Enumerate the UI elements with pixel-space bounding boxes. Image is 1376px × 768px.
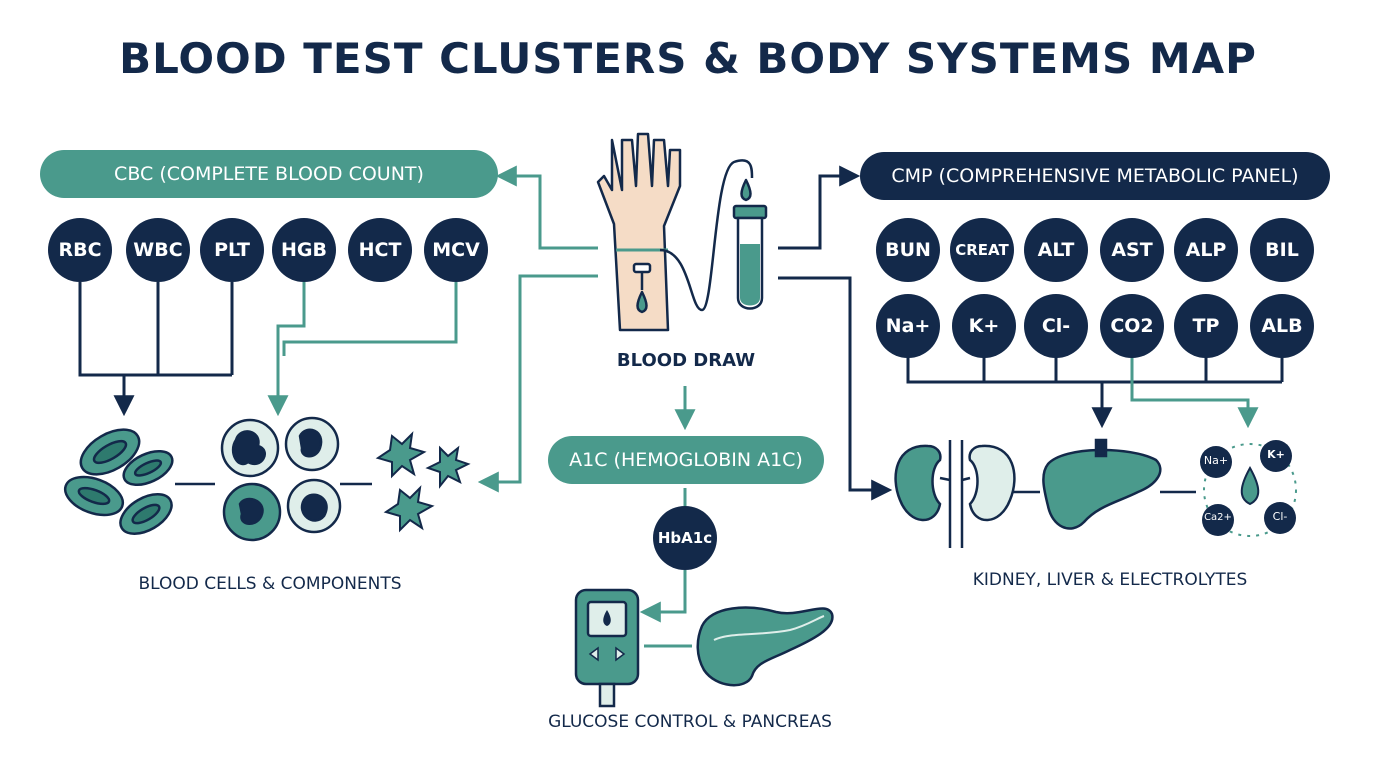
connectors-cmp — [906, 356, 1284, 494]
cbc-header: CBC (COMPLETE BLOOD COUNT) — [40, 150, 498, 198]
kidney-icon — [894, 440, 1016, 548]
test-node-alp: ALP — [1174, 218, 1238, 282]
a1c-caption: GLUCOSE CONTROL & PANCREAS — [548, 712, 832, 732]
ion-label-na: Na+ — [1203, 454, 1229, 467]
test-node-creat: CREAT — [950, 218, 1014, 282]
test-node-hba1c: HbA1c — [653, 506, 717, 570]
ion-label-k: K+ — [1267, 448, 1285, 461]
test-node-bil: BIL — [1250, 218, 1314, 282]
glucose-meter-icon — [574, 588, 640, 708]
test-node-k: K+ — [952, 294, 1016, 358]
connectors-a1c — [639, 488, 692, 648]
electrolytes-icon — [1200, 440, 1297, 537]
test-node-hct: HCT — [348, 218, 412, 282]
cbc-caption: BLOOD CELLS & COMPONENTS — [138, 574, 402, 594]
liver-icon — [1042, 438, 1162, 530]
connectors-center — [477, 165, 893, 501]
cmp-header: CMP (COMPREHENSIVE METABOLIC PANEL) — [860, 152, 1330, 200]
test-node-bun: BUN — [876, 218, 940, 282]
a1c-header: A1C (HEMOGLOBIN A1C) — [548, 436, 824, 484]
pancreas-icon — [696, 606, 834, 687]
test-node-co2: CO2 — [1100, 294, 1164, 358]
test-node-alt: ALT — [1024, 218, 1088, 282]
test-node-ast: AST — [1100, 218, 1164, 282]
ion-label-ca: Ca2+ — [1204, 512, 1232, 523]
red-blood-cells-icon — [63, 428, 174, 535]
test-node-plt: PLT — [200, 218, 264, 282]
cmp-caption: KIDNEY, LIVER & ELECTROLYTES — [972, 570, 1248, 590]
hand-arm-icon — [596, 132, 754, 332]
white-blood-cells-icon — [220, 416, 342, 542]
test-node-wbc: WBC — [126, 218, 190, 282]
test-node-hgb: HGB — [272, 218, 336, 282]
platelets-icon — [375, 431, 471, 533]
page-title: BLOOD TEST CLUSTERS & BODY SYSTEMS MAP — [119, 34, 1257, 83]
blood-draw-label: BLOOD DRAW — [616, 350, 756, 371]
test-tube-icon — [732, 204, 768, 310]
connectors-cbc — [78, 282, 458, 486]
test-node-cl: Cl- — [1024, 294, 1088, 358]
test-node-rbc: RBC — [48, 218, 112, 282]
test-node-tp: TP — [1174, 294, 1238, 358]
test-node-mcv: MCV — [424, 218, 488, 282]
ion-label-cl: Cl- — [1272, 510, 1288, 523]
test-node-alb: ALB — [1250, 294, 1314, 358]
test-node-na: Na+ — [876, 294, 940, 358]
